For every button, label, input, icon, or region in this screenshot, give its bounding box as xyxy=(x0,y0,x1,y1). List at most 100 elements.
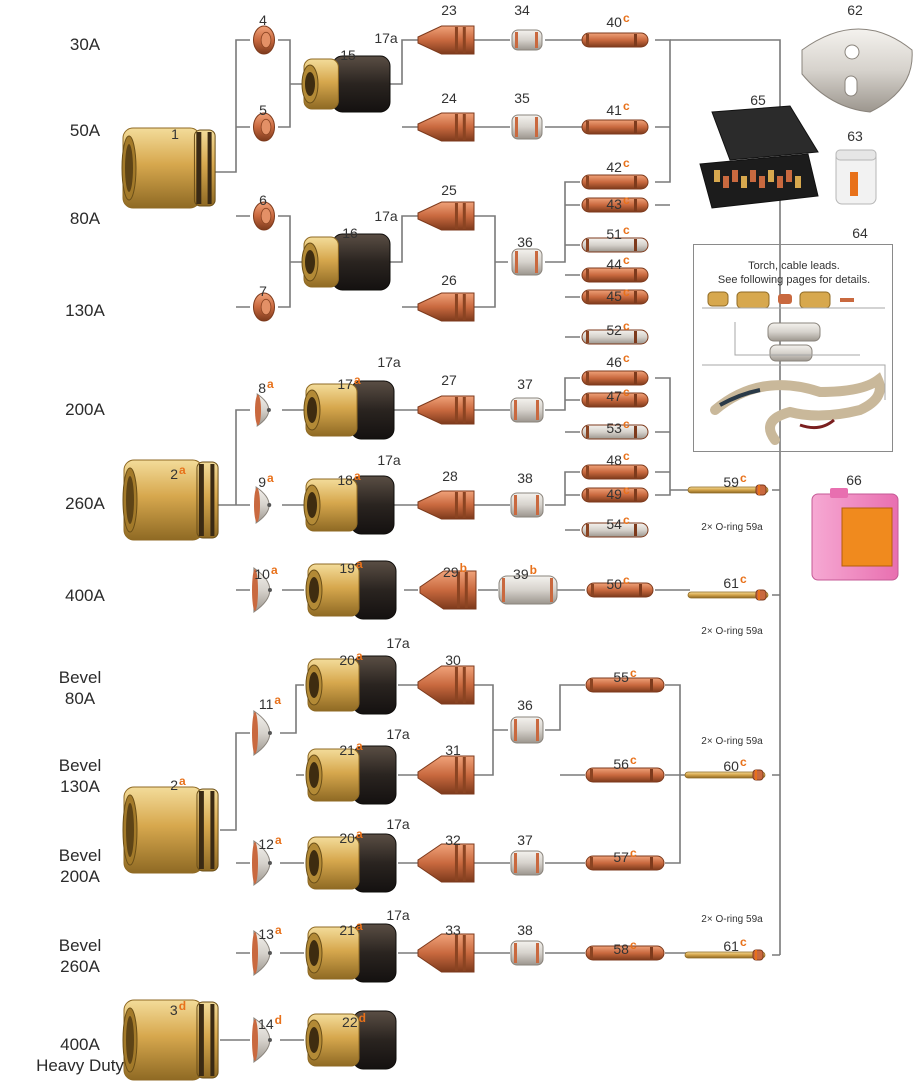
part-number: 17a xyxy=(374,30,398,46)
oring-note: 2× O-ring 59a xyxy=(701,522,763,533)
part-number: 50c xyxy=(606,573,630,592)
electrode xyxy=(581,464,649,480)
nozzle-24 xyxy=(417,112,475,142)
part-number: 28 xyxy=(442,468,458,484)
part-number: 51c xyxy=(606,223,630,242)
part-number: 41c xyxy=(606,99,630,118)
part-number: 37 xyxy=(517,376,533,392)
part-number: 21a xyxy=(339,739,363,758)
shield-9 xyxy=(254,486,272,524)
amperage-label: 50A xyxy=(69,120,101,140)
electrode xyxy=(581,487,649,503)
part-number: 11a xyxy=(258,693,282,712)
electrode xyxy=(585,945,665,961)
part-number: 64 xyxy=(852,225,868,241)
distributor-36 xyxy=(510,716,544,744)
electrode xyxy=(581,370,649,386)
part-number: 22d xyxy=(342,1011,366,1030)
amperage-label: 30A xyxy=(69,34,101,54)
part-illustrations xyxy=(121,25,913,1081)
electrode xyxy=(586,582,654,598)
electrode xyxy=(581,119,649,135)
part-number: 36 xyxy=(517,697,533,713)
nozzle-27 xyxy=(417,395,475,425)
consumables-kit-case-65 xyxy=(699,105,819,209)
part-number: 20a xyxy=(339,649,363,668)
electrode xyxy=(585,677,665,693)
part-number: 53c xyxy=(606,417,630,436)
swirl-ring-7 xyxy=(253,292,275,322)
part-number: 23 xyxy=(441,2,457,18)
swirl-ring-6 xyxy=(253,201,275,231)
nozzle-25 xyxy=(417,201,475,231)
distributor-38 xyxy=(510,940,544,966)
part-number: 18a xyxy=(337,469,361,488)
part-number: 38 xyxy=(517,470,533,486)
shield-12 xyxy=(252,840,272,886)
part-number: 16 xyxy=(342,225,358,241)
part-number: 60c xyxy=(723,755,747,774)
distributor-38 xyxy=(510,492,544,518)
electrode xyxy=(581,329,649,345)
part-number: 30 xyxy=(445,652,461,668)
part-number: 17a xyxy=(386,816,410,832)
electrode xyxy=(585,855,665,871)
part-number: 39b xyxy=(513,563,537,582)
part-number: 17a xyxy=(386,635,410,651)
torch-body-3 xyxy=(122,999,219,1081)
cooling-tube xyxy=(684,769,766,781)
distributor-34 xyxy=(511,29,543,51)
part-number: 37 xyxy=(517,832,533,848)
torch-body-2-bevel xyxy=(122,786,219,874)
cooling-tube xyxy=(684,949,766,961)
part-number: 2a xyxy=(170,774,186,793)
part-number: 17a xyxy=(386,907,410,923)
retaining-cap-16 xyxy=(301,233,391,291)
part-number: 45c xyxy=(606,285,630,304)
part-number: 46c xyxy=(606,351,630,370)
amperage-label: 130A xyxy=(65,300,105,320)
part-number: 17a xyxy=(377,452,401,468)
part-number: 9a xyxy=(258,471,274,490)
nozzle-33 xyxy=(417,933,475,973)
retaining-cap-18 xyxy=(303,475,395,535)
part-number: 57c xyxy=(613,846,637,865)
nozzle-26 xyxy=(417,292,475,322)
part-number: 1 xyxy=(171,126,179,142)
electrode xyxy=(581,267,649,283)
part-number: 47c xyxy=(606,385,630,404)
torch-body-1 xyxy=(121,127,216,209)
cooling-tube xyxy=(687,484,769,496)
part-number: 17a xyxy=(374,208,398,224)
part-number: 48c xyxy=(606,449,630,468)
retaining-cap-17 xyxy=(303,380,395,440)
torch-kit-note-line-2: See following pages for details. xyxy=(717,274,871,286)
part-number: 19a xyxy=(339,557,363,576)
cooling-tube xyxy=(687,589,769,601)
part-number: 15 xyxy=(340,47,356,63)
electrode xyxy=(585,767,665,783)
part-number: 55c xyxy=(613,666,637,685)
distributor-37 xyxy=(510,850,544,876)
part-number: 62 xyxy=(847,2,863,18)
part-number: 59c xyxy=(723,471,747,490)
part-number: 24 xyxy=(441,90,457,106)
swirl-ring-5 xyxy=(253,112,275,142)
part-number: 42c xyxy=(606,156,630,175)
part-number: 58c xyxy=(613,938,637,957)
part-number: 33 xyxy=(445,922,461,938)
part-number: 10a xyxy=(254,563,278,582)
amperage-label: 80A xyxy=(69,208,101,228)
shield-8 xyxy=(255,393,271,427)
part-number: 12a xyxy=(258,833,282,852)
part-number: 66 xyxy=(846,472,862,488)
nozzle-23 xyxy=(417,25,475,55)
electrode xyxy=(581,237,649,253)
nozzle-29 xyxy=(419,570,477,610)
amperage-label: 400A xyxy=(65,585,105,605)
shield-10 xyxy=(252,567,272,613)
